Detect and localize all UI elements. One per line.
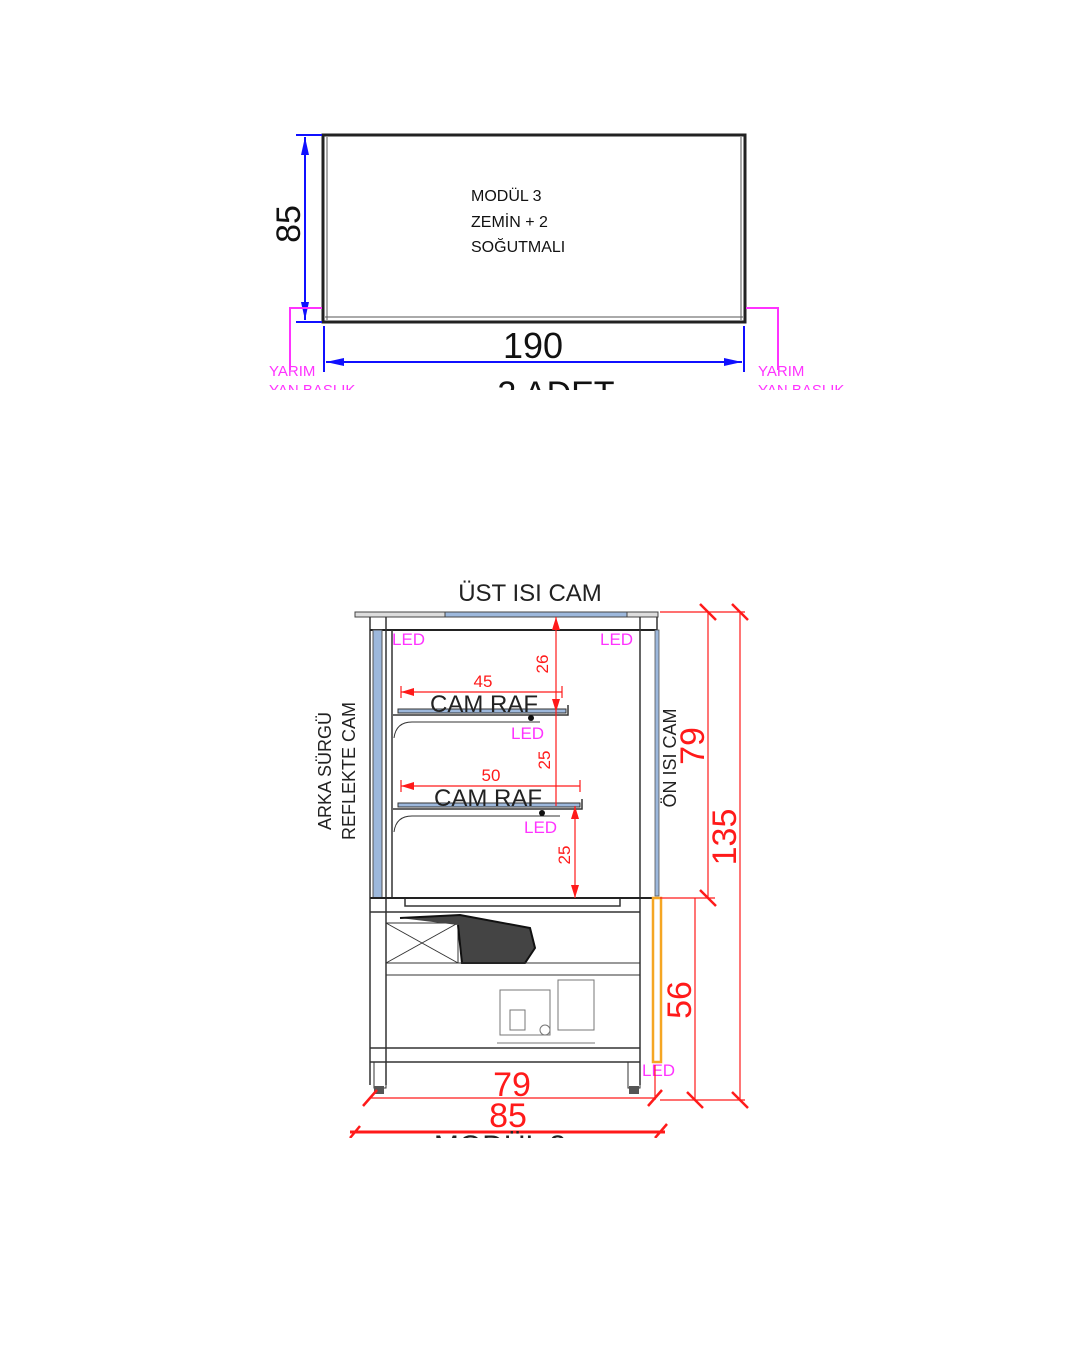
width-dimension — [323, 326, 745, 372]
top-glass-label: ÜST ISI CAM — [458, 580, 602, 607]
back-glass-label-1: ARKA SÜRGÜ — [315, 712, 335, 830]
total-depth-dim: 85 — [489, 1097, 527, 1135]
back-glass — [372, 629, 383, 899]
front-glass — [654, 629, 660, 897]
shelf-2-depth-dim: 50 — [482, 766, 501, 785]
quantity-label: 2 ADET — [497, 375, 614, 413]
shelf-1-depth-dim: 45 — [474, 672, 493, 691]
evaporator-unit — [399, 913, 537, 964]
side-view: ÜST ISI CAM CAM RAF CAM RAF — [315, 580, 749, 1163]
depth-dim-label: 85 — [270, 205, 308, 243]
gap-top-dim: 26 — [533, 655, 552, 674]
right-end-label-2: YAN BAŞLIK — [758, 382, 844, 399]
compressor-unit — [497, 979, 595, 1044]
module-label-line1: MODÜL 3 — [471, 187, 542, 205]
back-glass-label-2: REFLEKTE CAM — [339, 702, 359, 840]
module-label-line2: ZEMİN + 2 — [471, 212, 548, 231]
shelf-1 — [393, 705, 569, 739]
led-label-shelf-2: LED — [524, 818, 557, 837]
left-end-label-1: YARIM — [269, 363, 315, 380]
end-panel-markers — [289, 307, 779, 370]
base-height-dim: 56 — [661, 981, 699, 1019]
right-end-label-1: YARIM — [758, 363, 804, 380]
led-label-base: LED — [642, 1061, 675, 1080]
red-dimensions — [350, 611, 745, 1134]
gap-bottom-dim: 25 — [555, 846, 574, 865]
dimension-ticks — [349, 603, 749, 1138]
module-label-line3: SOĞUTMALI — [471, 237, 565, 256]
top-glass — [444, 611, 628, 618]
depth-dimension — [296, 134, 322, 323]
gap-middle-dim: 25 — [535, 751, 554, 770]
shelf-2 — [393, 799, 583, 833]
shelf-2-label: CAM RAF — [434, 785, 542, 812]
led-strip — [651, 896, 663, 1064]
led-label-top-right: LED — [600, 630, 633, 649]
led-label-top-left: LED — [392, 630, 425, 649]
inner-depth-dim: 79 — [493, 1066, 531, 1104]
plan-view: MODÜL 3 ZEMİN + 2 SOĞUTMALI 85 190 2 ADE… — [269, 133, 844, 413]
total-height-dim: 135 — [706, 809, 744, 866]
led-label-shelf-1: LED — [511, 724, 544, 743]
shelf-1-label: CAM RAF — [430, 691, 538, 718]
module-outline — [321, 133, 747, 324]
front-glass-label: ÖN ISI CAM — [660, 708, 680, 807]
display-height-dim: 79 — [674, 727, 712, 765]
width-dim-label: 190 — [503, 325, 563, 366]
bottom-module-label: MODÜL 3 — [434, 1130, 566, 1163]
left-end-label-2: YAN BAŞLIK — [269, 382, 355, 399]
